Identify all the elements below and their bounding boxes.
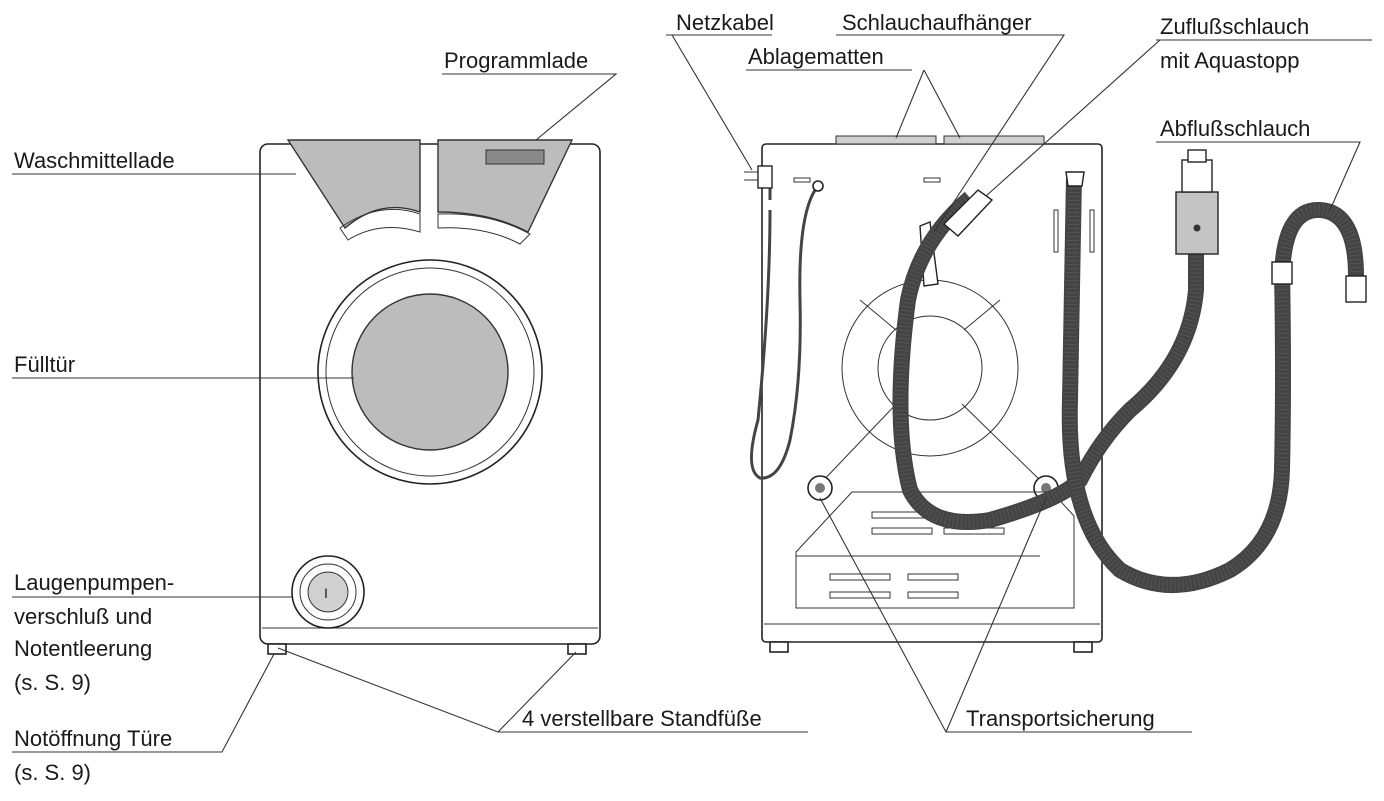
label-ablagematten: Ablagematten: [748, 44, 884, 69]
label-schlauchaufhaenger: Schlauchaufhänger: [842, 10, 1032, 35]
storage-mat-right: [943, 135, 1045, 145]
label-fuelltuer: Fülltür: [14, 352, 75, 377]
fill-door-glass: [351, 293, 509, 451]
label-laugenpumpe-1: Laugenpumpen-: [14, 570, 174, 595]
label-transportsicherung: Transportsicherung: [966, 706, 1155, 731]
label-zuflussschlauch-1: Zuflußschlauch: [1160, 14, 1309, 39]
label-laugenpumpe-4: (s. S. 9): [14, 670, 91, 695]
label-waschmittellade: Waschmittellade: [14, 148, 175, 173]
rear-view: [744, 135, 1367, 653]
label-netzkabel: Netzkabel: [676, 10, 774, 35]
label-abflussschlauch: Abflußschlauch: [1160, 116, 1310, 141]
front-foot-left: [267, 643, 287, 655]
pump-cap-inner: [307, 571, 349, 613]
storage-mat-left: [835, 135, 937, 145]
label-standfuesse: 4 verstellbare Standfüße: [522, 706, 762, 731]
aquastop-valve: [1175, 191, 1219, 255]
front-foot-right: [567, 643, 587, 655]
rear-foot-left: [769, 641, 789, 653]
rear-cabinet: [761, 143, 1103, 643]
leader-lines: [12, 34, 1372, 753]
label-notoeffnung-1: Notöffnung Türe: [14, 726, 172, 751]
pump-cap-mark: I: [324, 585, 328, 601]
label-zuflussschlauch-2: mit Aquastopp: [1160, 48, 1299, 73]
label-laugenpumpe-3: Notentleerung: [14, 636, 152, 661]
program-display: [485, 149, 545, 165]
label-programmlade: Programmlade: [444, 48, 588, 73]
drain-hose-hook: [1274, 202, 1364, 277]
detergent-drawer: [286, 139, 421, 230]
label-notoeffnung-2: (s. S. 9): [14, 760, 91, 785]
label-laugenpumpe-2: verschluß und: [14, 604, 152, 629]
power-plug: [757, 165, 773, 189]
labels: Programmlade Waschmittellade Fülltür Lau…: [14, 10, 1310, 785]
front-view: I: [259, 139, 601, 655]
rear-foot-right: [1073, 641, 1093, 653]
